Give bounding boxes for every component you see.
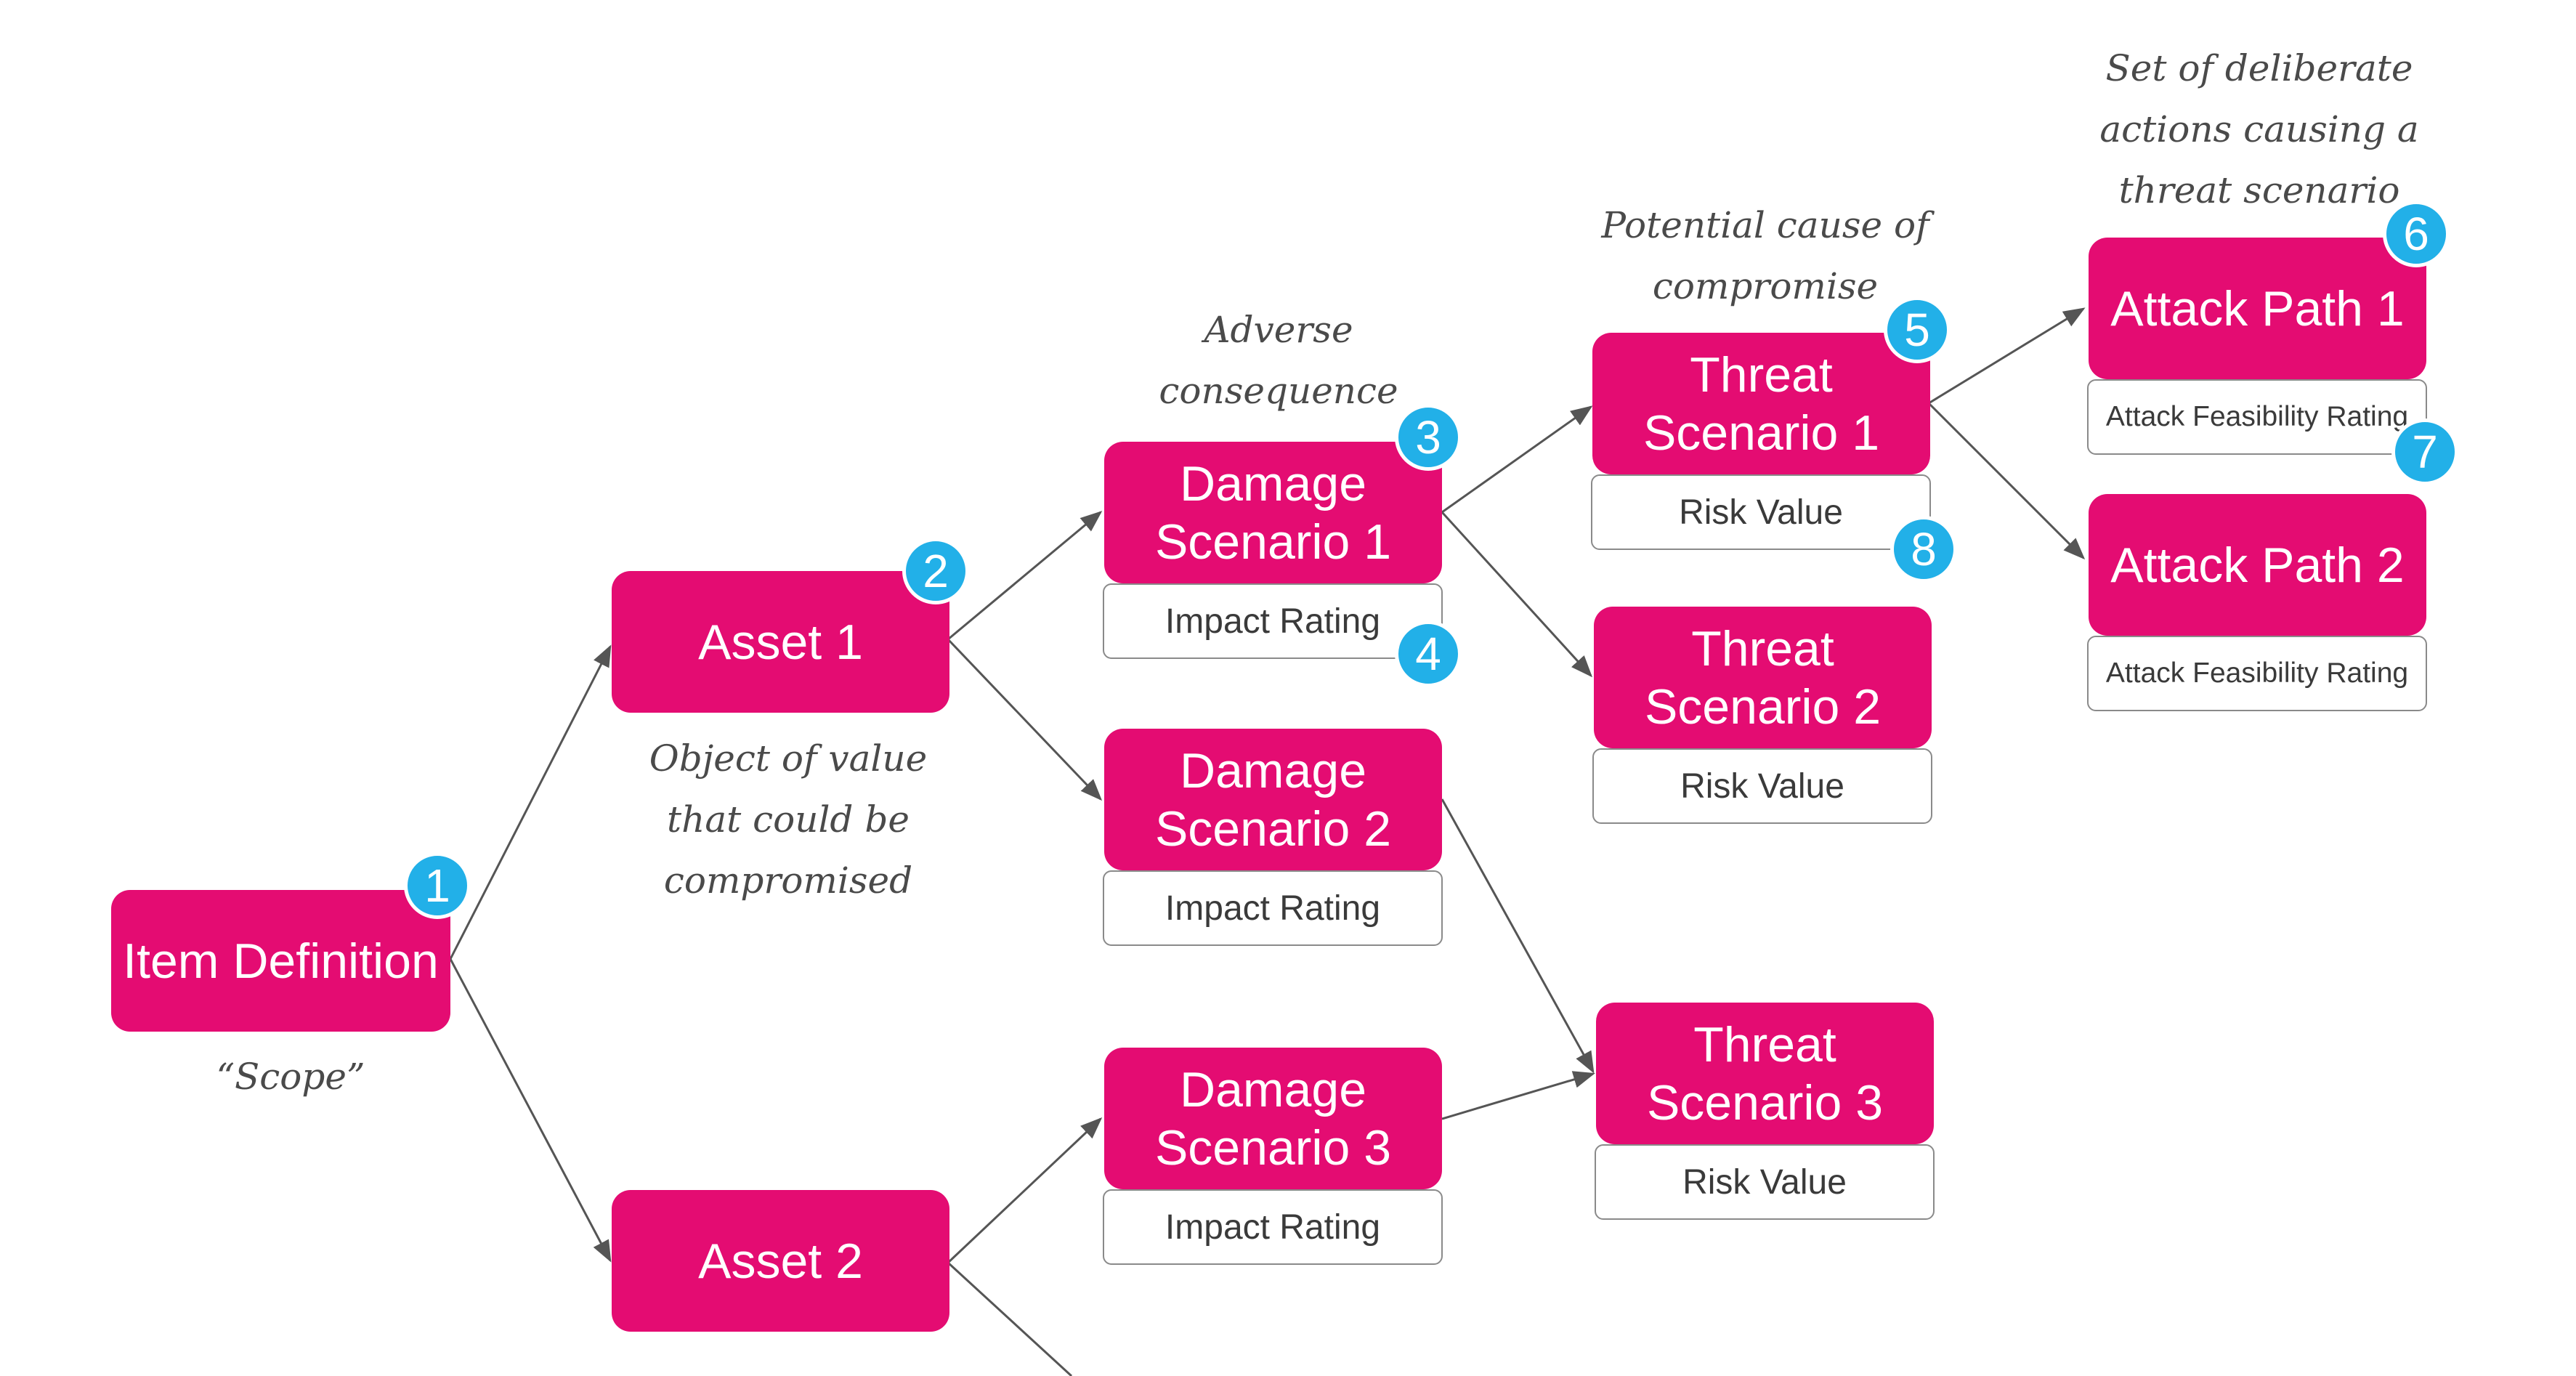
asset-2-node[interactable]: Asset 2 [612,1190,949,1332]
connector-asset-2-offscreen [947,1261,1073,1376]
potential-cause-annotation: Potential cause of compromise [1601,204,1929,307]
connector-threat-1-to-attack-1 [1928,307,2086,405]
connector-damage-3-to-threat-3 [1441,1071,1595,1120]
step-badge-7: 7 [2391,418,2458,485]
damage-scenario-3-node[interactable]: Damage Scenario 3 [1104,1048,1442,1189]
risk-value-label-2: Risk Value [1592,748,1932,824]
connector-damage-1-to-threat-2 [1441,511,1593,678]
connector-threat-1-to-attack-2 [1927,402,2086,560]
step-badge-5: 5 [1884,296,1951,363]
threat-scenario-3-node[interactable]: Threat Scenario 3 [1596,1003,1934,1144]
threat-scenario-1-node[interactable]: Threat Scenario 1 [1592,333,1930,474]
step-badge-4: 4 [1395,620,1462,687]
connector-item-to-asset-1 [449,644,612,960]
damage-scenario-2-node[interactable]: Damage Scenario 2 [1104,729,1442,870]
impact-rating-label-1: Impact Rating [1103,583,1443,659]
connector-asset-2-to-damage-3 [947,1117,1103,1264]
deliberate-actions-annotation: Set of deliberate actions causing a thre… [2099,47,2419,211]
impact-rating-label-3: Impact Rating [1103,1189,1443,1265]
step-badge-6: 6 [2383,201,2450,267]
connector-asset-1-to-damage-2 [947,638,1103,801]
risk-value-label-3: Risk Value [1595,1144,1935,1220]
damage-scenario-1-node[interactable]: Damage Scenario 1 [1104,442,1442,583]
attack-path-2-node[interactable]: Attack Path 2 [2089,494,2426,636]
step-badge-2: 2 [902,538,969,604]
attack-feasibility-label-1: Attack Feasibility Rating [2087,379,2427,455]
object-of-value-annotation: Object of value that could be compromise… [649,737,928,902]
scope-annotation: “Scope” [216,1056,365,1098]
step-badge-1: 1 [404,852,471,919]
attack-path-1-node[interactable]: Attack Path 1 [2089,238,2426,379]
step-badge-8: 8 [1890,516,1957,583]
risk-value-label-1: Risk Value [1591,474,1931,550]
threat-scenario-2-node[interactable]: Threat Scenario 2 [1594,607,1932,748]
item-definition-node[interactable]: Item Definition [111,890,450,1032]
connector-damage-2-to-threat-3 [1441,798,1595,1074]
adverse-consequence-annotation: Adverse consequence [1159,309,1398,412]
connector-item-to-asset-2 [449,958,612,1263]
attack-feasibility-label-2: Attack Feasibility Rating [2087,636,2427,711]
connector-asset-1-to-damage-1 [947,511,1103,641]
connector-damage-1-to-threat-1 [1441,405,1593,514]
asset-1-node[interactable]: Asset 1 [612,571,949,713]
step-badge-3: 3 [1395,404,1462,471]
impact-rating-label-2: Impact Rating [1103,870,1443,946]
